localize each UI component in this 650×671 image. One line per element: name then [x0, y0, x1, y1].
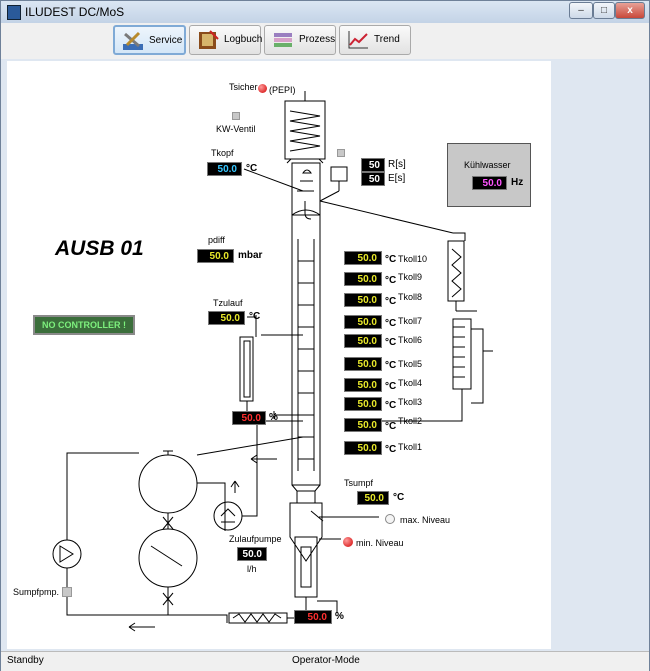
- tkoll4-unit: °C: [385, 381, 397, 392]
- tzulauf-value[interactable]: 50.0: [208, 311, 245, 325]
- feed-percent-value[interactable]: 50.0: [232, 411, 266, 425]
- tkoll10-value[interactable]: 50.0: [344, 251, 382, 265]
- min-niveau-label: min. Niveau: [356, 538, 404, 548]
- zulaufpumpe-unit: l/h: [247, 564, 257, 574]
- max-niveau-led: [385, 514, 395, 524]
- e-value[interactable]: 50: [361, 172, 385, 186]
- kuehlwasser-value[interactable]: 50.0: [472, 176, 507, 190]
- tsumpf-unit: °C: [393, 492, 405, 503]
- tkoll5-unit: °C: [385, 360, 397, 371]
- zulaufpumpe-value[interactable]: 50.0: [237, 547, 267, 561]
- process-diagram: [52, 91, 493, 632]
- minimize-button[interactable]: –: [569, 2, 593, 19]
- pepi-label: (PEPI): [269, 85, 296, 95]
- tkoll9-label: Tkoll9: [398, 272, 423, 282]
- tkoll2-value[interactable]: 50.0: [344, 418, 382, 432]
- tkoll10-label: Tkoll10: [398, 254, 428, 264]
- min-niveau-led: [343, 537, 353, 547]
- sumpfpmp-label: Sumpfpmp.: [13, 587, 60, 597]
- tkoll6-value[interactable]: 50.0: [344, 334, 382, 348]
- r-value[interactable]: 50: [361, 158, 385, 172]
- bottom-percent-unit: %: [335, 611, 344, 622]
- tzulauf-label: Tzulauf: [213, 298, 243, 308]
- r-unit: R[s]: [388, 159, 406, 170]
- tkoll1-value[interactable]: 50.0: [344, 441, 382, 455]
- tkoll7-label: Tkoll7: [398, 316, 423, 326]
- reflux-indicator[interactable]: [337, 149, 345, 157]
- tkoll2-label: Tkoll2: [398, 416, 423, 426]
- tkoll6-label: Tkoll6: [398, 335, 423, 345]
- logbuch-button[interactable]: Logbuch: [189, 25, 263, 55]
- trend-chart-icon: [348, 31, 368, 49]
- tsumpf-label: Tsumpf: [344, 478, 374, 488]
- window-title: ILUDEST DC/MoS: [25, 5, 125, 19]
- trend-label: Trend: [374, 34, 400, 45]
- tsumpf-value[interactable]: 50.0: [357, 491, 389, 505]
- tkoll9-value[interactable]: 50.0: [344, 272, 382, 286]
- kw-ventil-label: KW-Ventil: [216, 124, 256, 134]
- process-canvas: Tsicher (PEPI) KW-Ventil Tkopf 50.0 °C 5…: [7, 61, 551, 649]
- close-button[interactable]: x: [615, 2, 645, 19]
- maximize-button[interactable]: □: [593, 2, 615, 19]
- bottom-percent-value[interactable]: 50.0: [294, 610, 332, 624]
- status-bar: Standby Operator-Mode: [1, 651, 649, 671]
- title-bar: ILUDEST DC/MoS – □ x: [1, 1, 649, 23]
- tkopf-label: Tkopf: [211, 148, 234, 158]
- tkoll3-label: Tkoll3: [398, 397, 423, 407]
- trend-button[interactable]: Trend: [339, 25, 411, 55]
- prozess-label: Prozess: [299, 34, 336, 45]
- pdiff-value[interactable]: 50.0: [197, 249, 234, 263]
- tkopf-value[interactable]: 50.0: [207, 162, 242, 176]
- tsicher-label: Tsicher: [229, 82, 258, 92]
- kuehlwasser-panel: Kühlwasser 50.0 Hz: [447, 143, 531, 207]
- tkoll5-label: Tkoll5: [398, 359, 423, 369]
- tkoll1-label: Tkoll1: [398, 442, 423, 452]
- no-controller-badge: NO CONTROLLER !: [33, 315, 135, 335]
- tkoll10-unit: °C: [385, 254, 397, 265]
- tkoll7-unit: °C: [385, 318, 397, 329]
- sumpfpmp-indicator[interactable]: [62, 587, 72, 597]
- feed-percent-unit: %: [269, 412, 278, 423]
- logbuch-label: Logbuch: [224, 34, 263, 45]
- tsicher-led: [258, 84, 267, 93]
- toolbar: Service Logbuch Prozess Trend: [1, 23, 649, 59]
- tkoll3-value[interactable]: 50.0: [344, 397, 382, 411]
- app-icon: [7, 5, 21, 20]
- book-icon: [199, 30, 219, 49]
- kw-ventil-indicator[interactable]: [232, 112, 240, 120]
- pdiff-unit: mbar: [238, 250, 263, 261]
- plant-name: AUSB 01: [55, 237, 144, 260]
- process-icon: [274, 33, 292, 47]
- tkoll9-unit: °C: [385, 275, 397, 286]
- service-button[interactable]: Service: [113, 25, 186, 55]
- tkoll4-value[interactable]: 50.0: [344, 378, 382, 392]
- zulaufpumpe-label: Zulaufpumpe: [229, 534, 282, 544]
- max-niveau-label: max. Niveau: [400, 515, 451, 525]
- pdiff-label: pdiff: [208, 235, 225, 245]
- kuehlwasser-label: Kühlwasser: [464, 160, 511, 170]
- tkoll8-unit: °C: [385, 296, 397, 307]
- tzulauf-unit: °C: [249, 311, 261, 322]
- tkopf-unit: °C: [246, 163, 258, 174]
- tkoll2-unit: °C: [385, 421, 397, 432]
- status-left: Standby: [7, 655, 44, 666]
- e-unit: E[s]: [388, 173, 406, 184]
- kuehlwasser-unit: Hz: [511, 177, 524, 188]
- tkoll4-label: Tkoll4: [398, 378, 423, 388]
- tkoll1-unit: °C: [385, 444, 397, 455]
- tools-icon: [123, 31, 143, 50]
- status-mode: Operator-Mode: [292, 655, 360, 666]
- prozess-button[interactable]: Prozess: [264, 25, 336, 55]
- tkoll3-unit: °C: [385, 400, 397, 411]
- tkoll8-label: Tkoll8: [398, 292, 423, 302]
- tkoll5-value[interactable]: 50.0: [344, 357, 382, 371]
- tkoll8-value[interactable]: 50.0: [344, 293, 382, 307]
- service-label: Service: [149, 35, 183, 46]
- tkoll7-value[interactable]: 50.0: [344, 315, 382, 329]
- tkoll6-unit: °C: [385, 337, 397, 348]
